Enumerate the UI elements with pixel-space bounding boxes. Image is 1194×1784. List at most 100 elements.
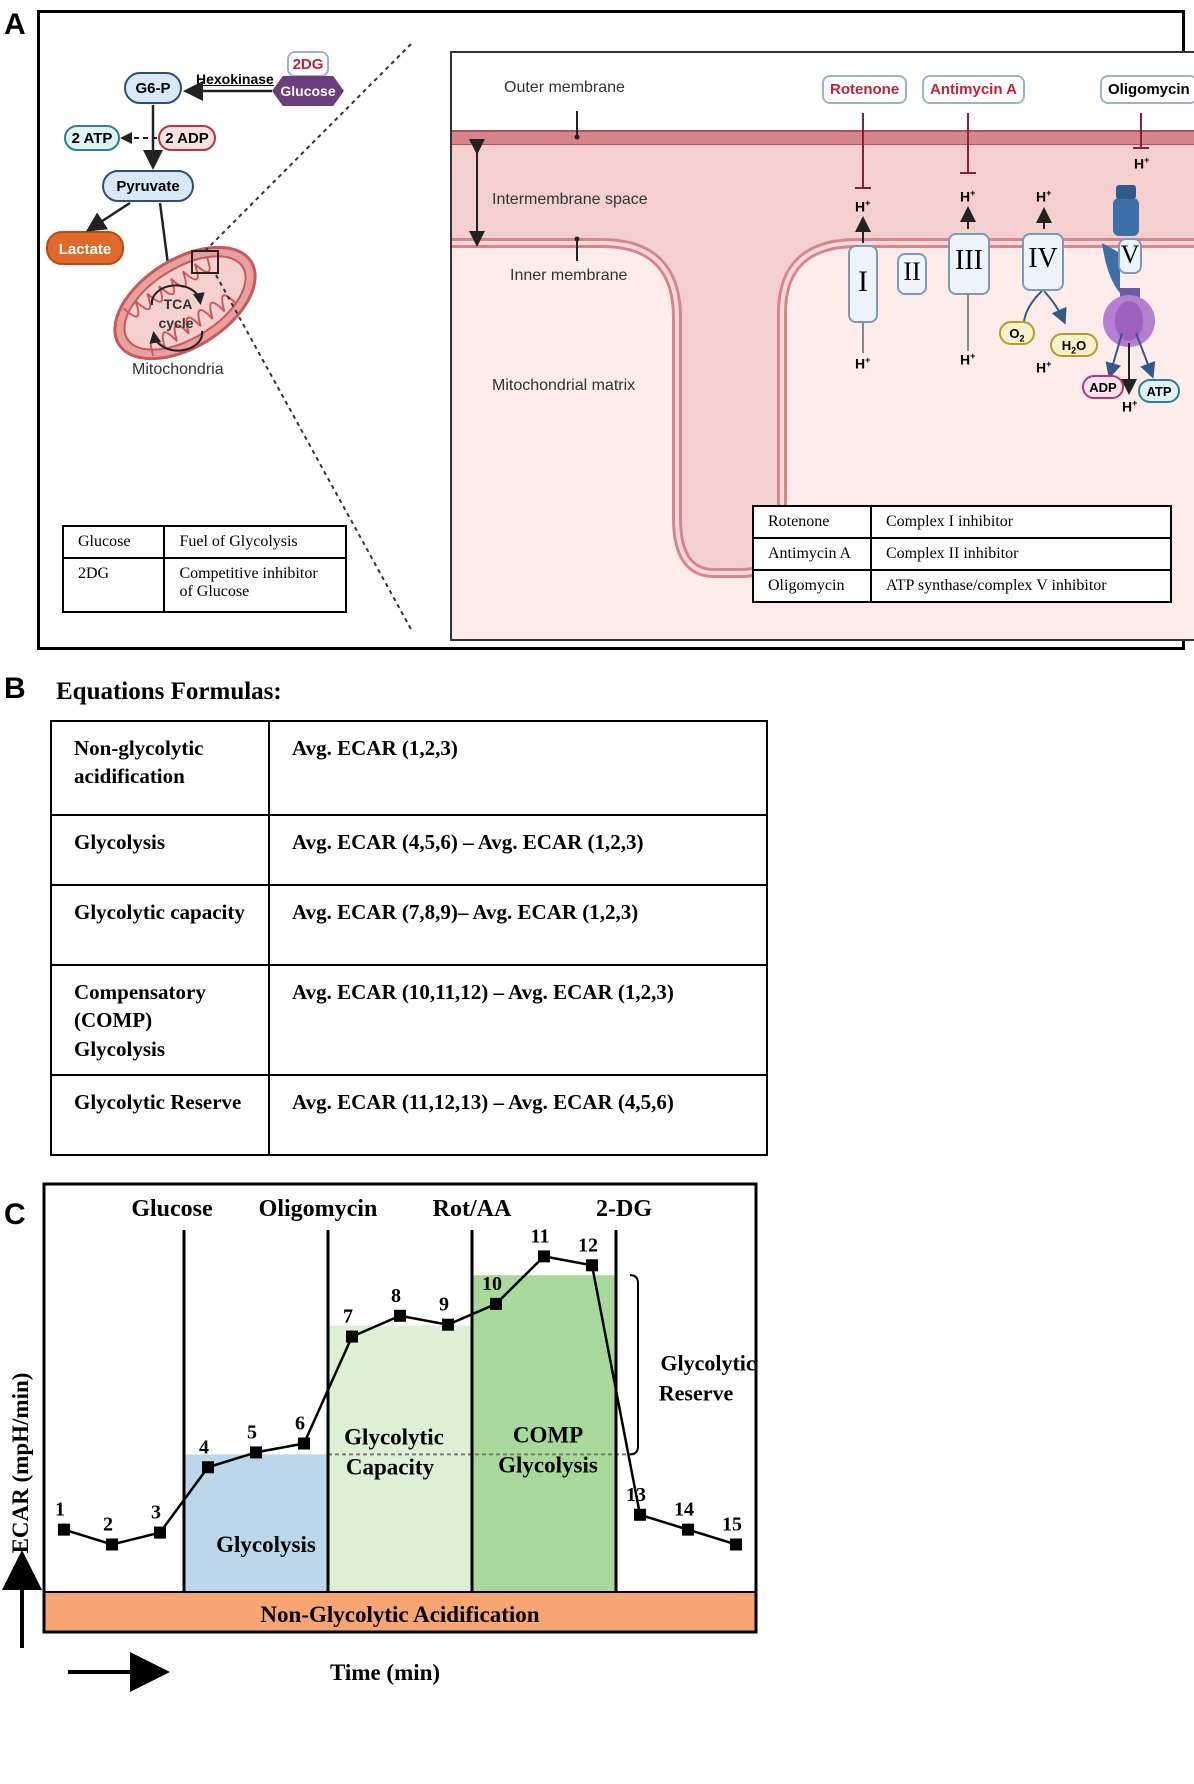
point-label: 1 <box>55 1499 65 1521</box>
point-label: 10 <box>482 1273 502 1295</box>
equation-formula: Avg. ECAR (10,11,12) – Avg. ECAR (1,2,3) <box>268 964 768 1076</box>
data-point <box>106 1538 118 1551</box>
table-row: Oligomycin ATP synthase/complex V inhibi… <box>752 569 1172 603</box>
table-row: Antimycin A Complex II inhibitor <box>752 537 1172 571</box>
proton-c4-bottom: H+ <box>1036 359 1052 376</box>
point-label: 3 <box>151 1502 161 1524</box>
complex-v: V <box>1118 238 1142 274</box>
equation-name: Non-glycolytic acidification <box>50 720 270 816</box>
atp-node: ATP <box>1138 379 1180 403</box>
proton-c1-top: H+ <box>855 198 871 215</box>
glucose-label: Glucose <box>280 83 336 99</box>
inhibitor-name: Rotenone <box>752 505 872 539</box>
equation-formula: Avg. ECAR (4,5,6) – Avg. ECAR (1,2,3) <box>268 814 768 886</box>
point-label: 15 <box>722 1513 742 1535</box>
injection-label: Rot/AA <box>433 1196 512 1222</box>
data-point <box>442 1318 454 1331</box>
fuel-desc-2dg: Competitive inhibitor of Glucose <box>163 557 347 613</box>
inhibitor-role: ATP synthase/complex V inhibitor <box>870 569 1172 603</box>
table-row: Glucose Fuel of Glycolysis <box>61 525 347 559</box>
data-point <box>298 1437 310 1450</box>
two-atp-node: 2 ATP <box>64 125 120 151</box>
membrane-detail-box: Outer membrane Intermembrane space Inner… <box>450 51 1194 641</box>
h2o-node: H2O <box>1050 333 1098 357</box>
point-label: 5 <box>247 1421 257 1443</box>
non-glycolytic-region <box>44 1592 756 1632</box>
equation-name: Compensatory (COMP) Glycolysis <box>50 964 270 1076</box>
inhibitor-name: Antimycin A <box>752 537 872 571</box>
mitochondria-label: Mitochondria <box>132 361 224 378</box>
comp-glycolysis-label-line2: Glycolysis <box>498 1452 598 1477</box>
equation-name: Glycolytic Reserve <box>50 1074 270 1156</box>
oligomycin-badge: Oligomycin <box>1100 75 1194 104</box>
point-label: 14 <box>674 1499 694 1521</box>
matrix-label: Mitochondrial matrix <box>492 377 636 394</box>
complex-ii: II <box>897 253 927 295</box>
inhibitor-table: Rotenone Complex I inhibitor Antimycin A… <box>752 505 1172 603</box>
table-row: Compensatory (COMP) Glycolysis Avg. ECAR… <box>50 964 768 1076</box>
data-point <box>202 1461 214 1474</box>
glycolytic-capacity-label-line2: Capacity <box>346 1454 435 1479</box>
data-point <box>154 1526 166 1539</box>
glycolytic-capacity-region <box>328 1325 472 1592</box>
table-row: Rotenone Complex I inhibitor <box>752 505 1172 539</box>
injection-label: 2-DG <box>596 1196 652 1222</box>
point-label: 2 <box>103 1513 113 1535</box>
panel-b-letter: B <box>4 672 26 705</box>
point-label: 9 <box>439 1294 449 1316</box>
glucose-node: Glucose <box>272 76 344 106</box>
non-glycolytic-label: Non-Glycolytic Acidification <box>260 1602 539 1627</box>
data-point <box>490 1297 502 1310</box>
lactate-node: Lactate <box>46 231 124 265</box>
glycolysis-region <box>184 1454 328 1592</box>
equations-table: Non-glycolytic acidification Avg. ECAR (… <box>50 720 768 1156</box>
inhibitor-name: Oligomycin <box>752 569 872 603</box>
complex-iv: IV <box>1022 233 1064 291</box>
fuel-desc-glucose: Fuel of Glycolysis <box>163 525 347 559</box>
data-point <box>250 1446 262 1459</box>
outer-membrane-label: Outer membrane <box>504 79 625 96</box>
hexokinase-label: Hexokinase <box>196 71 274 87</box>
antimycin-badge: Antimycin A <box>922 75 1025 104</box>
fuel-table: Glucose Fuel of Glycolysis 2DG Competiti… <box>61 525 347 613</box>
g6p-node: G6-P <box>124 72 182 104</box>
zoom-lines-svg <box>204 42 413 632</box>
point-label: 8 <box>391 1285 401 1307</box>
table-row: Glycolytic capacity Avg. ECAR (7,8,9)– A… <box>50 884 768 966</box>
tca-cycle-icon <box>149 284 205 352</box>
inner-membrane-label: Inner membrane <box>510 267 628 284</box>
proton-c5-top: H+ <box>1134 155 1150 172</box>
proton-c5-bottom: H+ <box>1122 398 1138 415</box>
tca-label-line1: TCA <box>163 296 193 312</box>
x-axis-label: Time (min) <box>330 1660 441 1685</box>
data-point <box>394 1309 406 1322</box>
y-axis-label: ECAR (mpH/min) <box>8 1372 33 1554</box>
data-point <box>538 1250 550 1263</box>
comp-glycolysis-label-line1: COMP <box>513 1422 583 1447</box>
equation-formula: Avg. ECAR (1,2,3) <box>268 720 768 816</box>
injection-label: Oligomycin <box>259 1196 378 1222</box>
glycolysis-label: Glycolysis <box>216 1532 316 1557</box>
adp-node: ADP <box>1082 375 1124 399</box>
glycolytic-reserve-label-line1: Glycolytic <box>660 1350 756 1375</box>
intermembrane-space-label: Intermembrane space <box>492 191 648 208</box>
inhibitor-role: Complex I inhibitor <box>870 505 1172 539</box>
proton-c1-bottom: H+ <box>855 355 871 372</box>
table-row: Glycolysis Avg. ECAR (4,5,6) – Avg. ECAR… <box>50 814 768 886</box>
complex-i: I <box>848 245 878 323</box>
table-row: Non-glycolytic acidification Avg. ECAR (… <box>50 720 768 816</box>
data-point <box>682 1523 694 1536</box>
data-point <box>730 1538 742 1551</box>
data-point <box>586 1259 598 1272</box>
point-label: 6 <box>295 1412 305 1434</box>
equation-name: Glycolysis <box>50 814 270 886</box>
equations-title: Equations Formulas: <box>56 678 282 705</box>
inhibitor-role: Complex II inhibitor <box>870 537 1172 571</box>
data-point <box>346 1330 358 1343</box>
proton-c3-top: H+ <box>960 188 976 205</box>
twodg-node: 2DG <box>287 51 329 77</box>
data-point <box>58 1523 70 1536</box>
o2-node: O2 <box>999 321 1035 345</box>
glycolytic-capacity-label-line1: Glycolytic <box>344 1424 444 1449</box>
pyruvate-node: Pyruvate <box>102 170 194 202</box>
